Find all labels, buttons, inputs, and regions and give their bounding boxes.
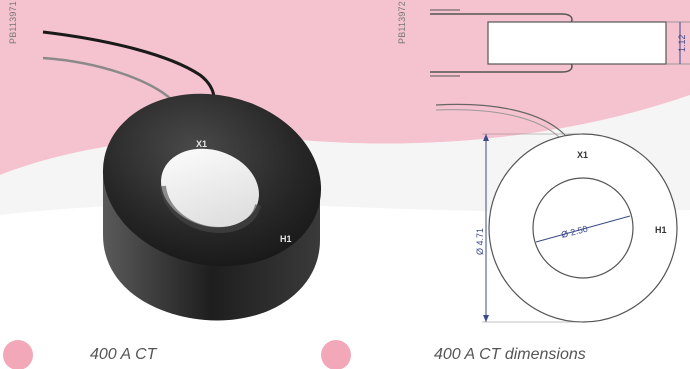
mark-h1-drawing: H1 bbox=[655, 225, 667, 235]
caption-dot-right bbox=[321, 340, 351, 369]
caption-dot-left bbox=[3, 340, 33, 369]
dim-outer-diameter: Ø 4.71 bbox=[475, 228, 485, 255]
top-view: Ø 4.71 Ø 2.50 X1 H1 bbox=[435, 103, 678, 323]
dim-height: 1.12 bbox=[677, 34, 687, 52]
hole-inner-wall bbox=[160, 185, 261, 234]
side-body bbox=[487, 21, 667, 65]
caption-left: 400 A CT bbox=[90, 346, 157, 363]
mark-x1-drawing: X1 bbox=[577, 150, 588, 160]
top-lead bbox=[435, 103, 566, 136]
caption-right: 400 A CT dimensions bbox=[434, 346, 586, 363]
mark-x1-3d: X1 bbox=[196, 139, 207, 149]
side-view: 1.12 bbox=[430, 9, 690, 77]
inner-circle bbox=[532, 177, 634, 279]
ring-hole bbox=[161, 148, 259, 228]
mark-h1-3d: H1 bbox=[280, 234, 292, 244]
